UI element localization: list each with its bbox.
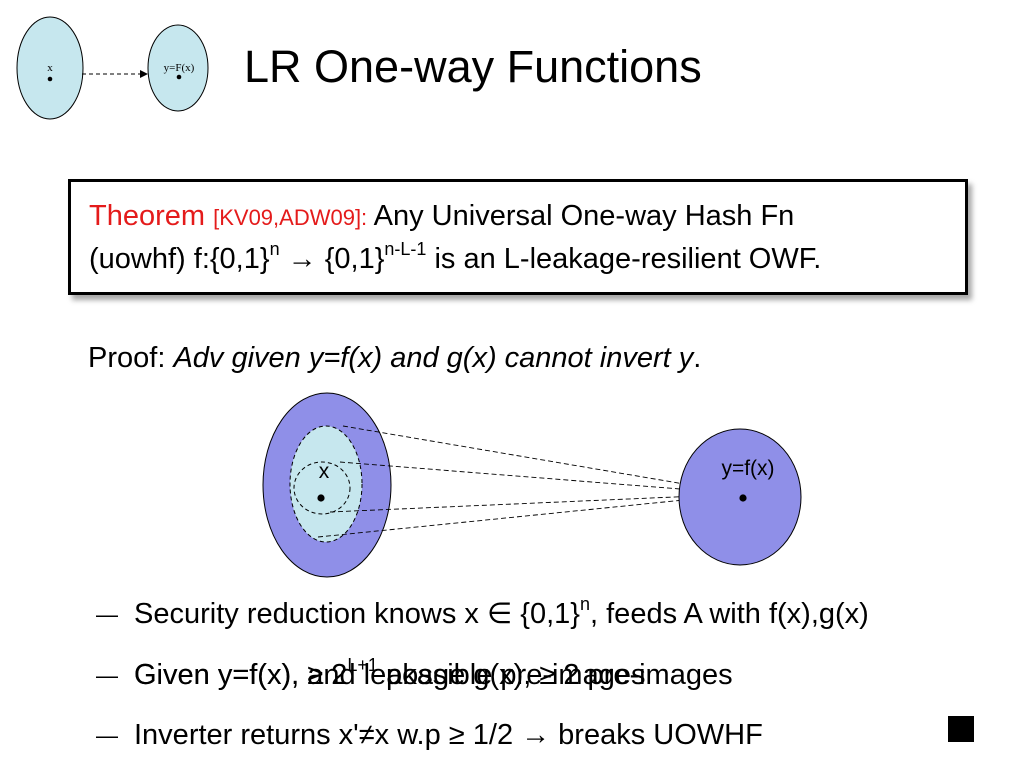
bullet-2-sup: L+1 — [347, 655, 378, 676]
bullet-dash: ― — [96, 723, 118, 749]
mapping-line-2 — [339, 461, 744, 495]
y-label: y=f(x) — [721, 457, 774, 480]
theorem-box: Theorem [KV09,ADW09]: Any Universal One-… — [68, 179, 968, 295]
bullet-1-a: Security reduction knows x ∈ {0,1} — [134, 598, 580, 630]
theorem-citation: [KV09,ADW09]: — [213, 205, 368, 230]
qed-square — [948, 716, 974, 742]
theorem-line-2-b: → {0,1} — [279, 243, 385, 275]
logo-right-label: y=F(x) — [164, 62, 195, 74]
logo-arrow-head — [140, 70, 148, 78]
bullet-1-b: , feeds A with f(x),g(x) — [590, 598, 869, 630]
bullet-security-reduction: ― Security reduction knows x ∈ {0,1}n, fe… — [96, 595, 869, 630]
theorem-label: Theorem — [89, 200, 206, 232]
logo-diagram: x y=F(x) — [16, 16, 209, 120]
theorem-line-2-c: is an L-leakage-resilient OWF. — [426, 243, 822, 275]
theorem-sup-n: n — [269, 239, 280, 260]
proof-text: Adv given y=f(x) and g(x) cannot invert … — [173, 342, 694, 374]
logo-right-point — [176, 74, 182, 80]
range-ellipse — [678, 428, 802, 566]
proof-label: Proof: — [88, 342, 166, 374]
theorem-sup-nl: n-L-1 — [384, 239, 427, 260]
slide-title: LR One-way Functions — [244, 41, 702, 92]
bullet-preimages: ― Given y=f(x), ≥ 2L+1 possible pre-image… — [96, 656, 646, 691]
theorem-line-1: Theorem [KV09,ADW09]: Any Universal One-… — [89, 202, 794, 231]
bullet-2-a: Given y=f(x), ≥ 2 — [134, 659, 348, 691]
bullet-dash: ― — [96, 663, 118, 689]
logo-right-ellipse — [147, 24, 209, 112]
theorem-line-2: (uowhf) f:{0,1}n → {0,1}n-L-1 is an L-le… — [89, 240, 822, 275]
x-point — [317, 494, 325, 502]
bullet-dash: ― — [96, 602, 118, 628]
domain-ellipse — [262, 392, 392, 578]
mapping-line-3 — [329, 493, 744, 513]
leakage-ellipse — [289, 425, 363, 543]
mapping-line-4 — [317, 493, 744, 538]
theorem-line-2-a: (uowhf) f:{0,1} — [89, 243, 270, 275]
y-point — [739, 494, 747, 502]
mapping-line-1 — [342, 425, 744, 495]
bullet-preimages-overlap: Given y=f(x), and leakage g(x), ≥ 2 pre-… — [134, 659, 733, 691]
logo-left-ellipse — [16, 16, 84, 120]
bullet-3-text: Inverter returns x'≠x w.p ≥ 1/2 → breaks… — [134, 719, 763, 751]
proof-end: . — [693, 342, 702, 374]
bullet-2-b: possible pre-images — [377, 659, 646, 691]
bullet-1-sup: n — [580, 594, 591, 615]
logo-left-point — [47, 76, 53, 82]
logo-left-label: x — [47, 62, 53, 74]
proof-line: Proof: Adv given y=f(x) and g(x) cannot … — [88, 344, 701, 373]
x-label: x — [319, 460, 330, 483]
bullet-inverter: ― Inverter returns x'≠x w.p ≥ 1/2 → break… — [96, 721, 763, 750]
theorem-line-1-text: Any Universal One-way Hash Fn — [373, 200, 795, 232]
inner-preimage-ellipse — [293, 461, 351, 515]
